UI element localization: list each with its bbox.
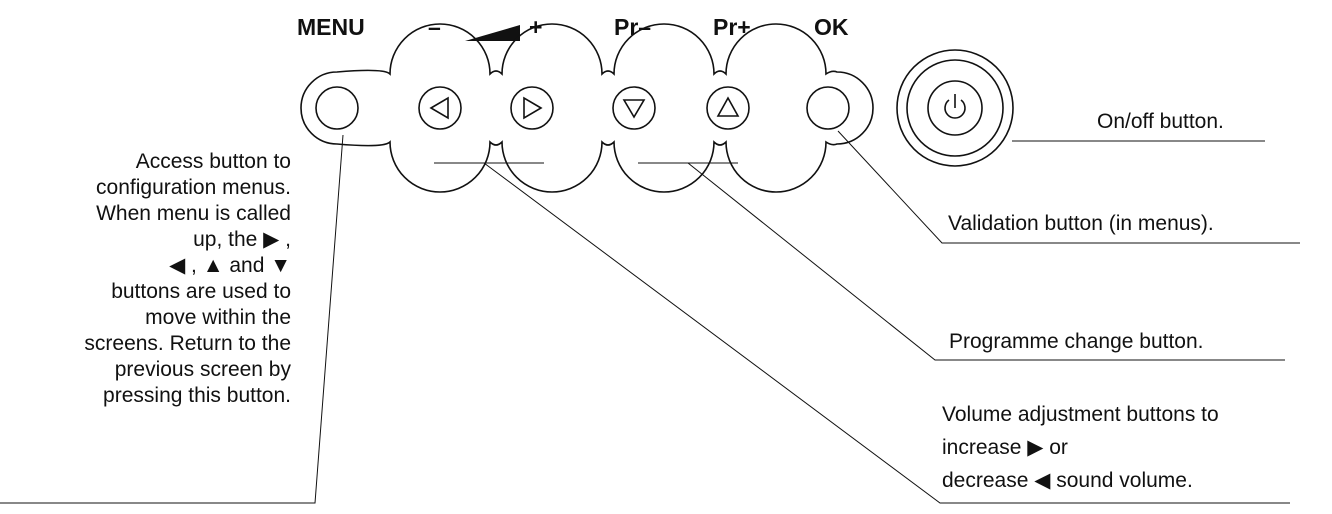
- volume-callout-line: decrease ◀ sound volume.: [942, 469, 1193, 492]
- menu-callout-line: configuration menus.: [96, 176, 291, 199]
- menu-button[interactable]: [315, 86, 359, 130]
- volume-down-button[interactable]: [418, 86, 462, 130]
- validation-leader: [837, 130, 1300, 244]
- power-icon: [944, 99, 966, 119]
- ok-button[interactable]: [806, 86, 850, 130]
- onoff-callout: On/off button.: [1097, 110, 1224, 133]
- programme-leader: [687, 162, 1285, 361]
- volume-minus-label: –: [428, 14, 441, 40]
- menu-callout-line: up, the ▶ ,: [193, 228, 291, 251]
- volume-up-button[interactable]: [510, 86, 554, 130]
- program-down-button[interactable]: [612, 86, 656, 130]
- program-up-button[interactable]: [706, 86, 750, 130]
- menu-callout-line: move within the: [145, 306, 291, 329]
- menu-callout: Access button to configuration menus. Wh…: [84, 149, 291, 409]
- power-button[interactable]: [896, 49, 1014, 167]
- triangle-down-icon: [622, 99, 646, 119]
- menu-callout-line: previous screen by: [114, 358, 291, 381]
- menu-callout-line: When menu is called: [96, 202, 291, 225]
- validation-callout: Validation button (in menus).: [948, 212, 1214, 235]
- volume-wedge-icon: [465, 25, 520, 41]
- menu-leader: [0, 134, 344, 504]
- menu-label: MENU: [297, 14, 365, 40]
- triangle-left-icon: [429, 96, 449, 120]
- menu-callout-line: screens. Return to the: [84, 332, 291, 355]
- programme-callout: Programme change button.: [949, 330, 1204, 353]
- ok-label: OK: [814, 14, 849, 40]
- volume-callout-line: Volume adjustment buttons to: [942, 403, 1219, 426]
- triangle-up-icon: [716, 96, 740, 117]
- triangle-right-icon: [523, 96, 543, 120]
- volume-callout: Volume adjustment buttons to increase ▶ …: [942, 398, 1219, 497]
- menu-callout-line: ◀ , ▲ and ▼: [169, 254, 291, 277]
- button-strip-outline: [300, 23, 874, 193]
- volume-leader: [483, 162, 1290, 504]
- menu-callout-line: Access button to: [135, 150, 291, 173]
- volume-callout-line: increase ▶ or: [942, 436, 1068, 459]
- menu-callout-line: pressing this button.: [103, 384, 291, 407]
- menu-callout-line: buttons are used to: [111, 280, 291, 303]
